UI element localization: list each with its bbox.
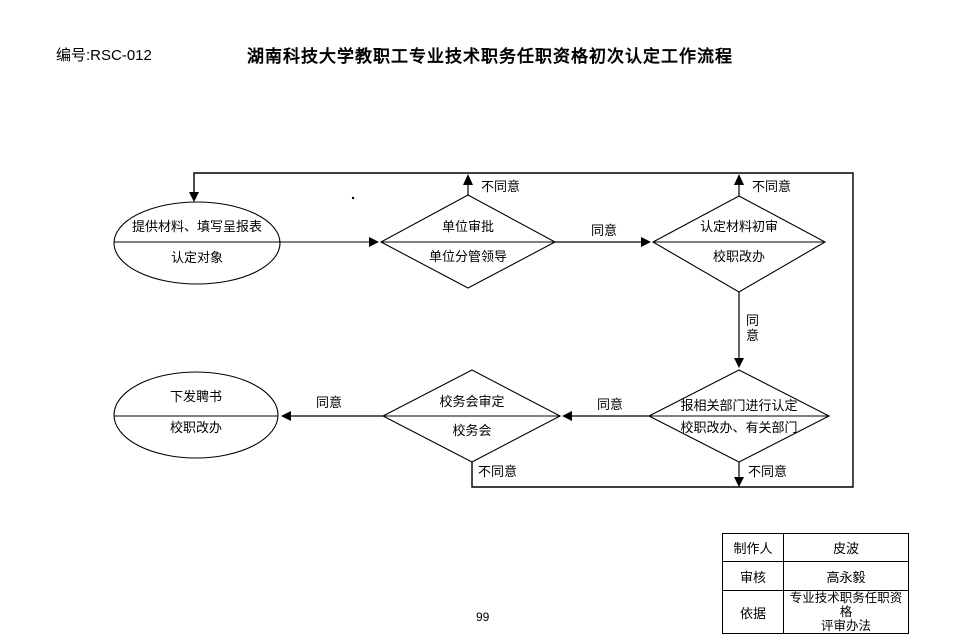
edge-label-agree-council: 同意	[315, 395, 343, 410]
arrow-left-into-issue-letter-icon	[281, 411, 291, 421]
arrow-up-reject-unit-icon	[463, 174, 473, 185]
arrow-down-reject-dept-icon	[734, 477, 744, 487]
start-top-label: 提供材料、填写呈报表	[131, 219, 263, 234]
edge-label-disagree-council: 不同意	[478, 464, 518, 479]
maker-info-table: 制作人 皮波 审核 高永毅 依据 专业技术职务任职资格 评审办法	[722, 533, 909, 634]
edge-label-agree-dept: 同意	[596, 397, 624, 412]
arrow-down-into-start-icon	[189, 192, 199, 202]
council-review-bottom-label: 校务会	[452, 423, 492, 438]
basis-label-cell: 依据	[722, 590, 784, 634]
issue-letter-bottom-label: 校职改办	[169, 420, 223, 435]
edge-label-disagree-unit: 不同意	[481, 179, 521, 194]
maker-label-cell: 制作人	[722, 533, 784, 562]
arrow-up-reject-material-icon	[734, 174, 744, 185]
unit-approval-bottom-label: 单位分管领导	[428, 249, 508, 264]
issue-letter-top-label: 下发聘书	[169, 389, 223, 404]
basis-value-cell: 专业技术职务任职资格 评审办法	[783, 590, 909, 634]
material-review-bottom-label: 校职改办	[712, 249, 766, 264]
edge-label-disagree-material: 不同意	[752, 179, 792, 194]
table-row-maker: 制作人 皮波	[722, 533, 909, 562]
start-bottom-label: 认定对象	[170, 250, 224, 265]
council-review-top-label: 校务会审定	[439, 394, 505, 409]
table-row-reviewer: 审核 高永毅	[722, 561, 909, 591]
stray-dot	[351, 196, 355, 200]
page-title: 湖南科技大学教职工专业技术职务任职资格初次认定工作流程	[247, 47, 733, 66]
reviewer-value-cell: 高永毅	[783, 561, 909, 591]
table-row-basis: 依据 专业技术职务任职资格 评审办法	[722, 590, 909, 634]
dept-recognition-top-label: 报相关部门进行认定	[680, 398, 798, 413]
material-review-top-label: 认定材料初审	[699, 219, 779, 234]
arrow-right-into-unit-approval-icon	[369, 237, 379, 247]
edge-label-agree-unit: 同意	[590, 223, 618, 238]
dept-recognition-bottom-label: 校职改办、有关部门	[680, 420, 798, 435]
arrow-left-into-council-review-icon	[562, 411, 572, 421]
page-number: 99	[476, 610, 490, 624]
reviewer-label-cell: 审核	[722, 561, 784, 591]
edge-label-disagree-dept: 不同意	[748, 464, 788, 479]
start-ellipse	[113, 201, 281, 285]
edge-label-agree-material: 同意	[746, 313, 760, 343]
arrow-right-into-material-review-icon	[641, 237, 651, 247]
maker-value-cell: 皮波	[783, 533, 909, 562]
unit-approval-top-label: 单位审批	[441, 219, 495, 234]
arrow-down-into-dept-recognition-icon	[734, 358, 744, 368]
issue-letter-ellipse	[113, 371, 279, 459]
feedback-loop-line	[193, 172, 854, 488]
doc-number: 编号:RSC-012	[56, 47, 152, 64]
material-review-diamond	[651, 195, 827, 293]
